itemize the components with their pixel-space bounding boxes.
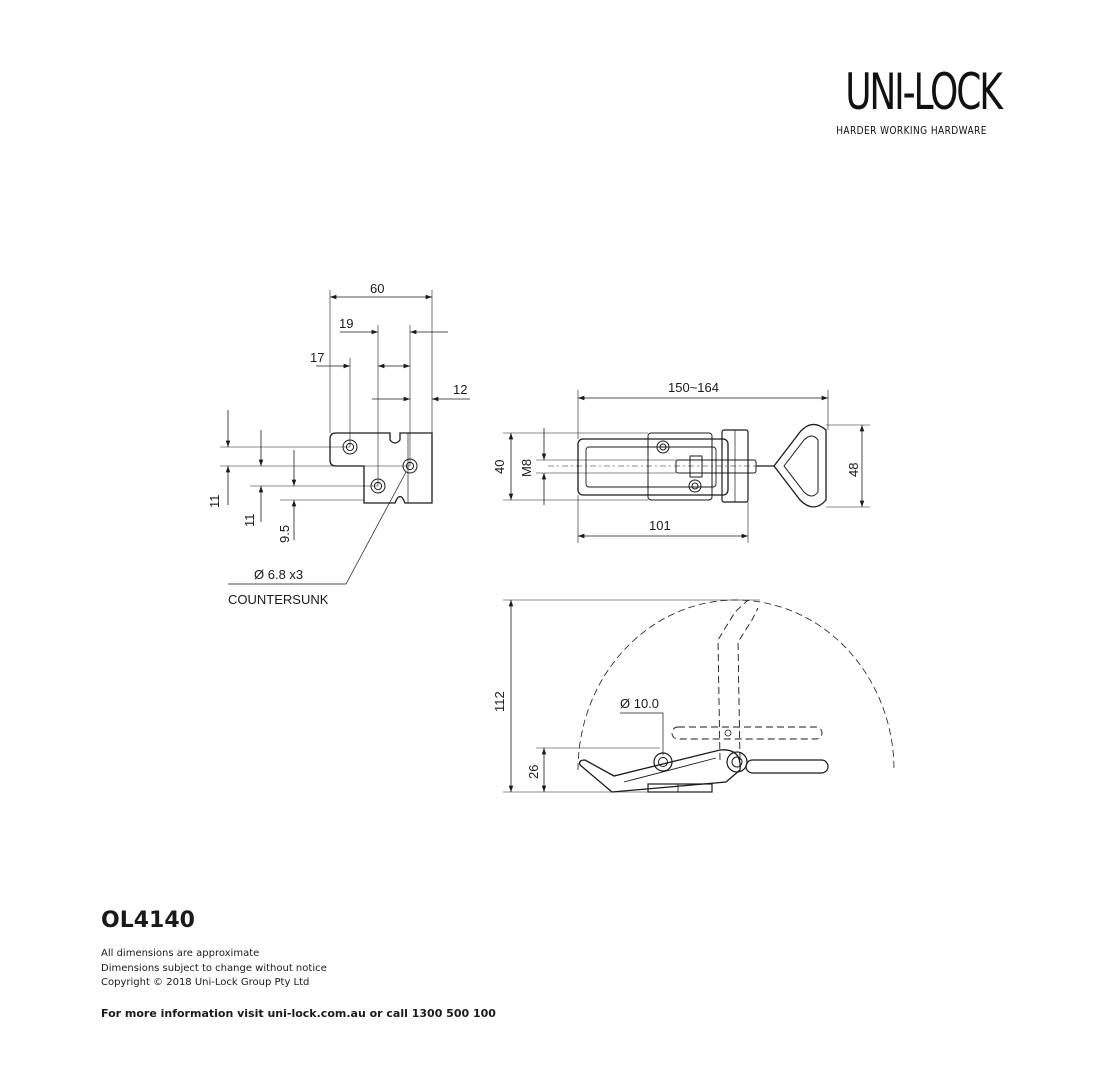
dim-hole-offset-b: 17: [310, 350, 324, 365]
dim-loop-height: 48: [846, 463, 861, 477]
dim-hole-pitch-v3: 9.5: [277, 525, 292, 543]
dim-hole-pitch-v2: 11: [242, 514, 257, 528]
dim-hole-offset-a: 19: [339, 316, 353, 331]
footer-note: Dimensions subject to change without not…: [101, 962, 327, 974]
footer: OL4140 All dimensions are approximate Di…: [101, 908, 496, 1020]
lever-closed: [578, 749, 741, 793]
footer-note: All dimensions are approximate: [101, 948, 260, 959]
dim-height-40: 40: [492, 460, 507, 474]
footer-note: Copyright © 2018 Uni-Lock Group Pty Ltd: [101, 977, 310, 988]
latch-side-view: [503, 599, 895, 793]
model-number: OL4140: [101, 908, 195, 933]
brand-tagline: HARDER WORKING HARDWARE: [836, 124, 987, 137]
dim-thread: M8: [519, 459, 534, 477]
more-info-link[interactable]: For more information visit uni-lock.com.…: [101, 1006, 496, 1020]
dim-swing-height: 112: [492, 691, 507, 712]
brand-logo: UNI-LOCK HARDER WORKING HARDWARE: [820, 62, 1003, 137]
dim-hole-offset-c: 12: [453, 382, 467, 397]
dim-closed-height: 26: [526, 765, 541, 779]
base-plate-view: [220, 290, 470, 585]
dim-pivot-diameter: Ø 10.0: [620, 696, 659, 711]
dim-base-width: 60: [370, 281, 384, 296]
latch-loop: [756, 423, 827, 508]
dim-length-range: 150~164: [668, 380, 719, 395]
latch-top-view: [503, 390, 870, 543]
hole-spec-label: Ø 6.8 x3: [254, 567, 303, 582]
dim-hole-pitch-v1: 11: [207, 495, 222, 509]
base-plate-outline: [329, 432, 433, 504]
hole-type-label: COUNTERSUNK: [228, 592, 329, 607]
dim-body-length: 101: [649, 518, 671, 533]
